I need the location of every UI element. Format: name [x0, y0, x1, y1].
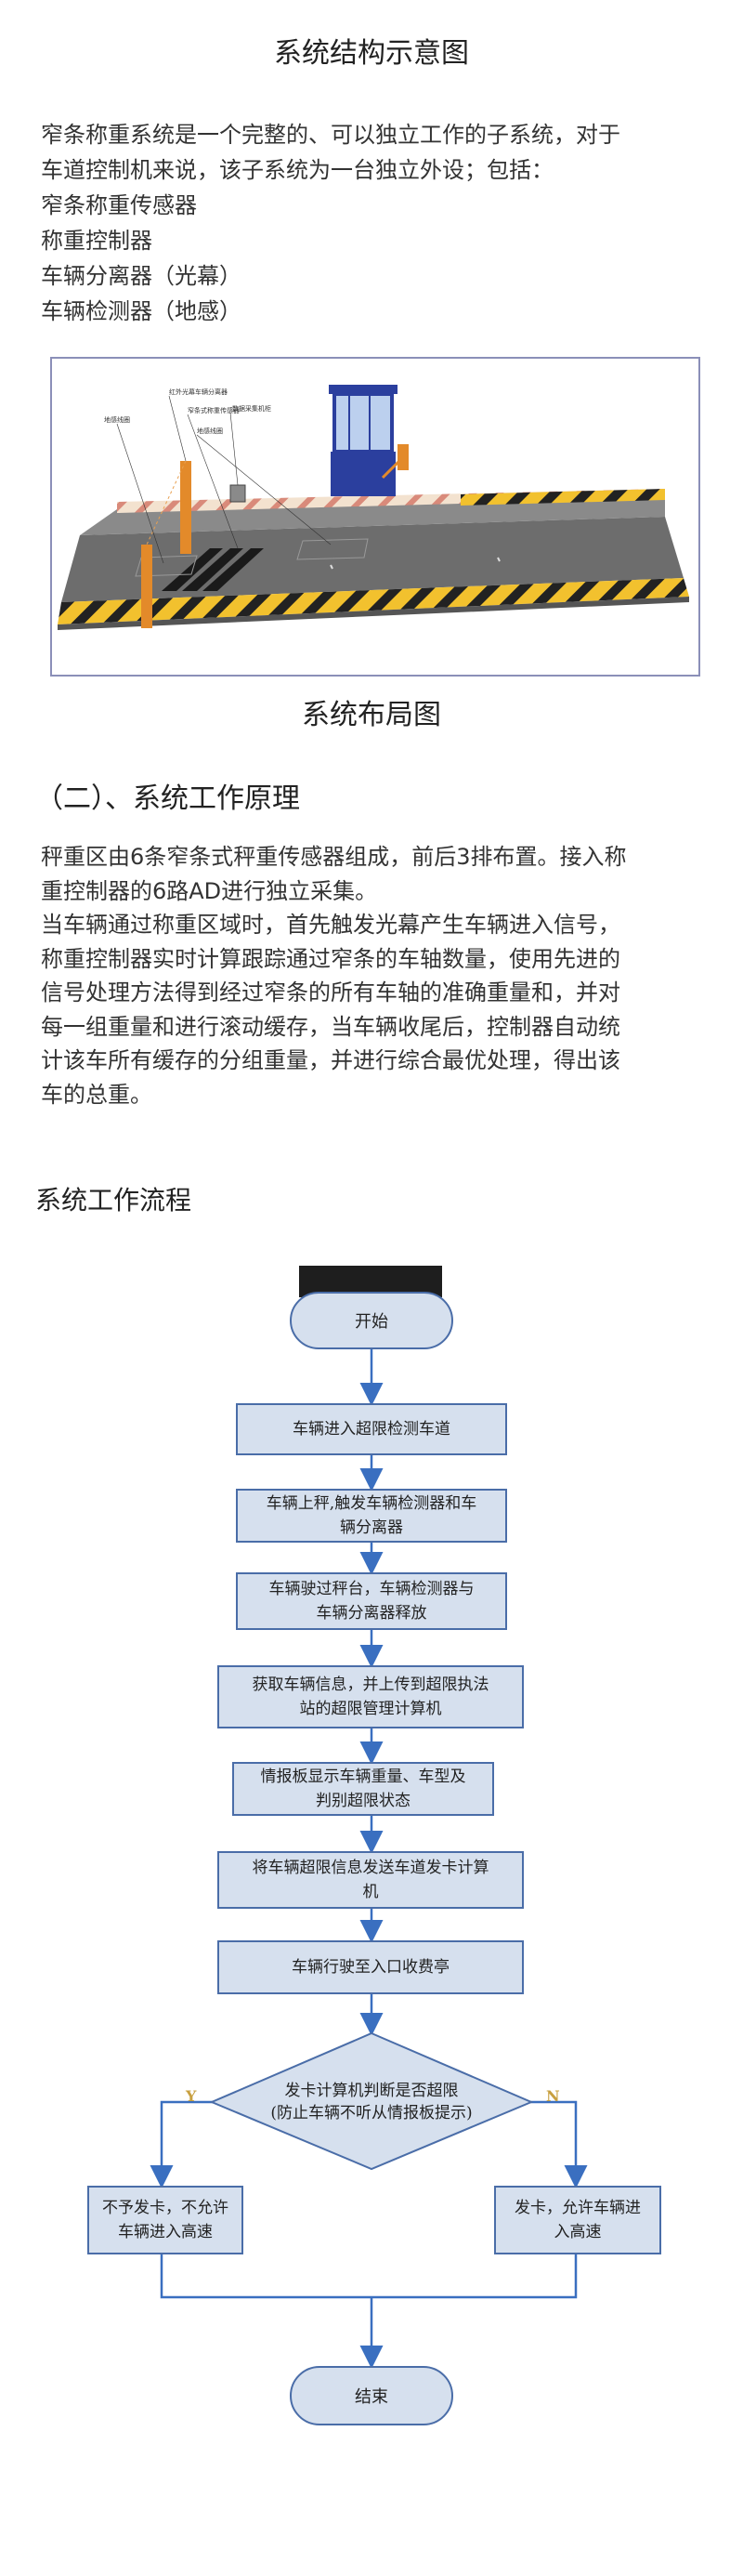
principle-line: 信号处理方法得到经过窄条的所有车轴的准确重量和，并对 — [41, 979, 620, 1005]
layout-caption: 系统布局图 — [302, 699, 441, 731]
system-layout-diagram: 红外光幕车辆分离器 窄条式称重传感器 数据采集机柜 地感线圈 地感线圈 — [50, 357, 700, 677]
page-title: 系统结构示意图 — [274, 37, 469, 70]
intro-line: 车辆分离器（光幕） — [41, 263, 241, 289]
label-strip-sensor: 窄条式称重传感器 — [188, 406, 240, 414]
no-label: N — [546, 2087, 560, 2105]
label-data-collector: 数据采集机柜 — [232, 404, 271, 413]
flow-step-text: 车辆驶过秤台，车辆检测器与 — [268, 1580, 475, 1598]
flow-decision-text: 发卡计算机判断是否超限 (防止车辆不听从情报板提示) — [215, 2063, 528, 2141]
flow-step: 情报板显示车辆重量、车型及判别超限状态 — [232, 1762, 494, 1816]
principle-line: 计该车所有缓存的分组重量，并进行综合最优处理，得出该 — [41, 1047, 620, 1073]
flow-step-text: 判别超限状态 — [316, 1792, 411, 1810]
label-loop-left: 地感线圈 — [104, 415, 130, 424]
flow-step-text: 车辆分离器释放 — [316, 1604, 427, 1623]
road-edge — [58, 597, 689, 630]
principle-line: 重控制器的6路AD进行独立采集。 — [41, 877, 378, 904]
workflow-flowchart: 开始 车辆进入超限检测车道 车辆上秤,触发车辆检测器和车辆分离器 车辆驶过秤台，… — [0, 1264, 743, 2576]
barrier-arm — [381, 453, 407, 480]
intro-line: 车辆检测器（地感） — [41, 298, 241, 324]
flow-step-text: 辆分离器 — [340, 1518, 403, 1537]
flow-step-text: 站的超限管理计算机 — [299, 1700, 442, 1718]
intro-line: 称重控制器 — [41, 228, 152, 254]
flow-end: 结束 — [290, 2366, 453, 2425]
loop-area — [296, 538, 369, 560]
intro-line: 窄条称重系统是一个完整的、可以独立工作的子系统，对于 — [41, 122, 620, 148]
hazard-strip-near — [58, 578, 689, 624]
far-hazard — [461, 489, 665, 506]
flow-step-text: 车辆上秤,触发车辆检测器和车 — [266, 1494, 477, 1513]
principle-line: 车的总重。 — [41, 1081, 152, 1108]
intro-line: 车道控制机来说，该子系统为一台独立外设；包括： — [41, 157, 554, 183]
toll-booth-roof — [329, 385, 398, 394]
decision-line: (防止车辆不听从情报板提示) — [270, 2104, 473, 2123]
loop-area — [135, 555, 198, 577]
light-curtain-pole — [180, 461, 191, 554]
principle-paragraph: 秤重区由6条窄条式秤重传感器组成，前后3排布置。接入称 重控制器的6路AD进行独… — [41, 840, 710, 1111]
road-top — [80, 496, 665, 535]
toll-booth-window — [332, 392, 394, 453]
flow-step: 车辆上秤,触发车辆检测器和车辆分离器 — [236, 1489, 507, 1543]
flow-step-text: 不予发卡，不允许 — [102, 2199, 228, 2217]
flow-step-text: 情报板显示车辆重量、车型及 — [260, 1768, 466, 1786]
flow-step-text: 获取车辆信息，并上传到超限执法 — [252, 1676, 489, 1694]
flow-yes-result: 不予发卡，不允许车辆进入高速 — [87, 2186, 243, 2254]
flow-no-result: 发卡，允许车辆进入高速 — [494, 2186, 661, 2254]
flow-heading: 系统工作流程 — [35, 1185, 192, 1216]
flow-step-text: 发卡，允许车辆进 — [515, 2199, 641, 2217]
intro-paragraph: 窄条称重系统是一个完整的、可以独立工作的子系统，对于 车道控制机来说，该子系统为… — [41, 117, 710, 329]
flow-step: 车辆行驶至入口收费亭 — [217, 1940, 524, 1994]
weigh-strip — [182, 548, 243, 591]
label-light-curtain: 红外光幕车辆分离器 — [169, 388, 228, 396]
data-cabinet — [229, 484, 246, 503]
principle-line: 称重控制器实时计算跟踪通过窄条的车轴数量，使用先进的 — [41, 945, 620, 972]
principle-line: 每一组重量和进行滚动缓存，当车辆收尾后，控制器自动统 — [41, 1013, 620, 1040]
light-curtain-pole — [141, 545, 152, 628]
yes-label: Y — [186, 2087, 197, 2105]
flow-step-text: 车辆进入超限检测车道 — [293, 1420, 450, 1439]
flow-start: 开始 — [290, 1292, 453, 1349]
flow-step-text: 车辆行驶至入口收费亭 — [292, 1958, 450, 1977]
flow-step-text: 入高速 — [554, 2223, 602, 2241]
flow-step: 车辆进入超限检测车道 — [236, 1403, 507, 1455]
flow-step-text: 车辆进入高速 — [118, 2223, 213, 2241]
flow-step-text: 机 — [362, 1883, 379, 1901]
intro-line: 窄条称重传感器 — [41, 192, 197, 218]
decision-diamond — [209, 2031, 534, 2171]
decision-line: 发卡计算机判断是否超限 — [284, 2082, 459, 2100]
flow-step: 将车辆超限信息发送车道发卡计算机 — [217, 1851, 524, 1909]
principle-line: 当车辆通过称重区域时，首先触发光幕产生车辆进入信号， — [41, 912, 620, 938]
weigh-strip — [202, 548, 264, 591]
label-loop-right: 地感线圈 — [197, 427, 223, 435]
section-heading: （二）、系统工作原理 — [35, 782, 300, 815]
flow-step: 车辆驶过秤台，车辆检测器与车辆分离器释放 — [236, 1572, 507, 1630]
layout-illustration: 红外光幕车辆分离器 窄条式称重传感器 数据采集机柜 地感线圈 地感线圈 — [58, 385, 689, 630]
principle-line: 秤重区由6条窄条式秤重传感器组成，前后3排布置。接入称 — [41, 844, 627, 870]
flow-step-text: 将车辆超限信息发送车道发卡计算 — [252, 1859, 489, 1877]
flow-step: 获取车辆信息，并上传到超限执法站的超限管理计算机 — [217, 1665, 524, 1728]
